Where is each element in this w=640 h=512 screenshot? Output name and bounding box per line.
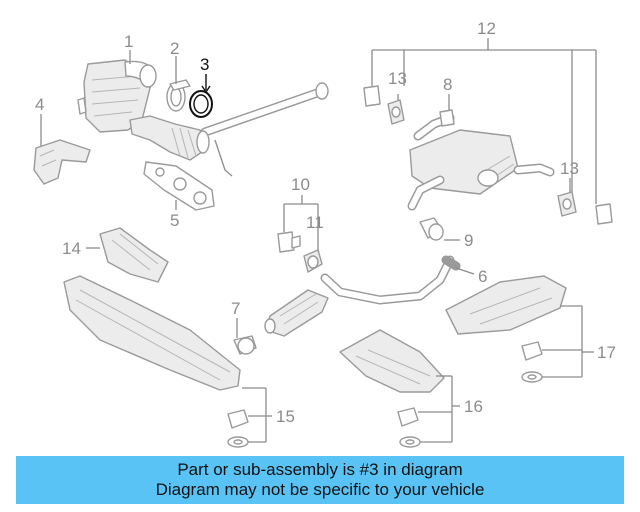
callout-8: 8	[443, 75, 452, 94]
callout-numbers: 1 2 3 4 5 6 7 8 9 10 11 12 13 13 14 15 1…	[35, 19, 616, 426]
callout-13-upper: 13	[388, 69, 407, 88]
leader-lines	[40, 38, 597, 443]
exhaust-system-diagram: 1 2 3 4 5 6 7 8 9 10 11 12 13 13 14 15 1…	[33, 19, 616, 448]
hanger-part-8	[439, 109, 455, 127]
hanger-set-part-12	[363, 85, 613, 225]
callout-4: 4	[35, 95, 44, 114]
clamp-part-7	[233, 335, 257, 355]
front-exhaust-pipe	[200, 82, 329, 177]
callout-16: 16	[464, 397, 483, 416]
fasteners-part-16	[397, 407, 421, 448]
center-pipe-resonator	[264, 255, 455, 337]
insulator-part-13a	[387, 99, 405, 125]
callout-17: 17	[597, 343, 616, 362]
shield-part-17	[445, 275, 567, 335]
callout-6: 6	[478, 267, 487, 286]
diagram-notice-banner: Part or sub-assembly is #3 in diagram Di…	[16, 456, 624, 504]
banner-line-disclaimer: Diagram may not be specific to your vehi…	[155, 480, 485, 499]
callout-1: 1	[124, 32, 133, 51]
catalytic-converter	[77, 59, 210, 161]
bracket-part-4	[33, 139, 91, 185]
insulator-part-13b	[557, 191, 577, 217]
callout-7: 7	[231, 299, 240, 318]
underbody-shield-part-15	[63, 275, 241, 391]
callout-2: 2	[170, 39, 179, 58]
callout-14: 14	[62, 239, 81, 258]
fasteners-part-17	[521, 341, 543, 383]
gasket-part-3	[189, 90, 213, 118]
callout-5: 5	[170, 211, 179, 230]
hanger-part-11	[303, 249, 323, 273]
shield-part-16	[339, 329, 445, 393]
manifold-gasket-part-5	[143, 161, 215, 211]
clamp-part-2	[166, 79, 191, 112]
hanger-part-10	[277, 231, 301, 253]
callout-3: 3	[200, 55, 209, 74]
rear-pipe-part-6	[441, 255, 461, 271]
heat-shield-part-14	[99, 227, 169, 283]
clamp-part-9	[419, 217, 444, 241]
banner-line-part-number: Part or sub-assembly is #3 in diagram	[177, 460, 463, 479]
rear-muffler	[407, 113, 555, 211]
callout-10: 10	[291, 175, 310, 194]
callout-9: 9	[464, 231, 473, 250]
callout-12: 12	[477, 19, 496, 38]
callout-13-lower: 13	[560, 159, 579, 178]
callout-11: 11	[306, 213, 324, 232]
fasteners-part-15	[227, 409, 249, 448]
callout-15: 15	[276, 407, 295, 426]
